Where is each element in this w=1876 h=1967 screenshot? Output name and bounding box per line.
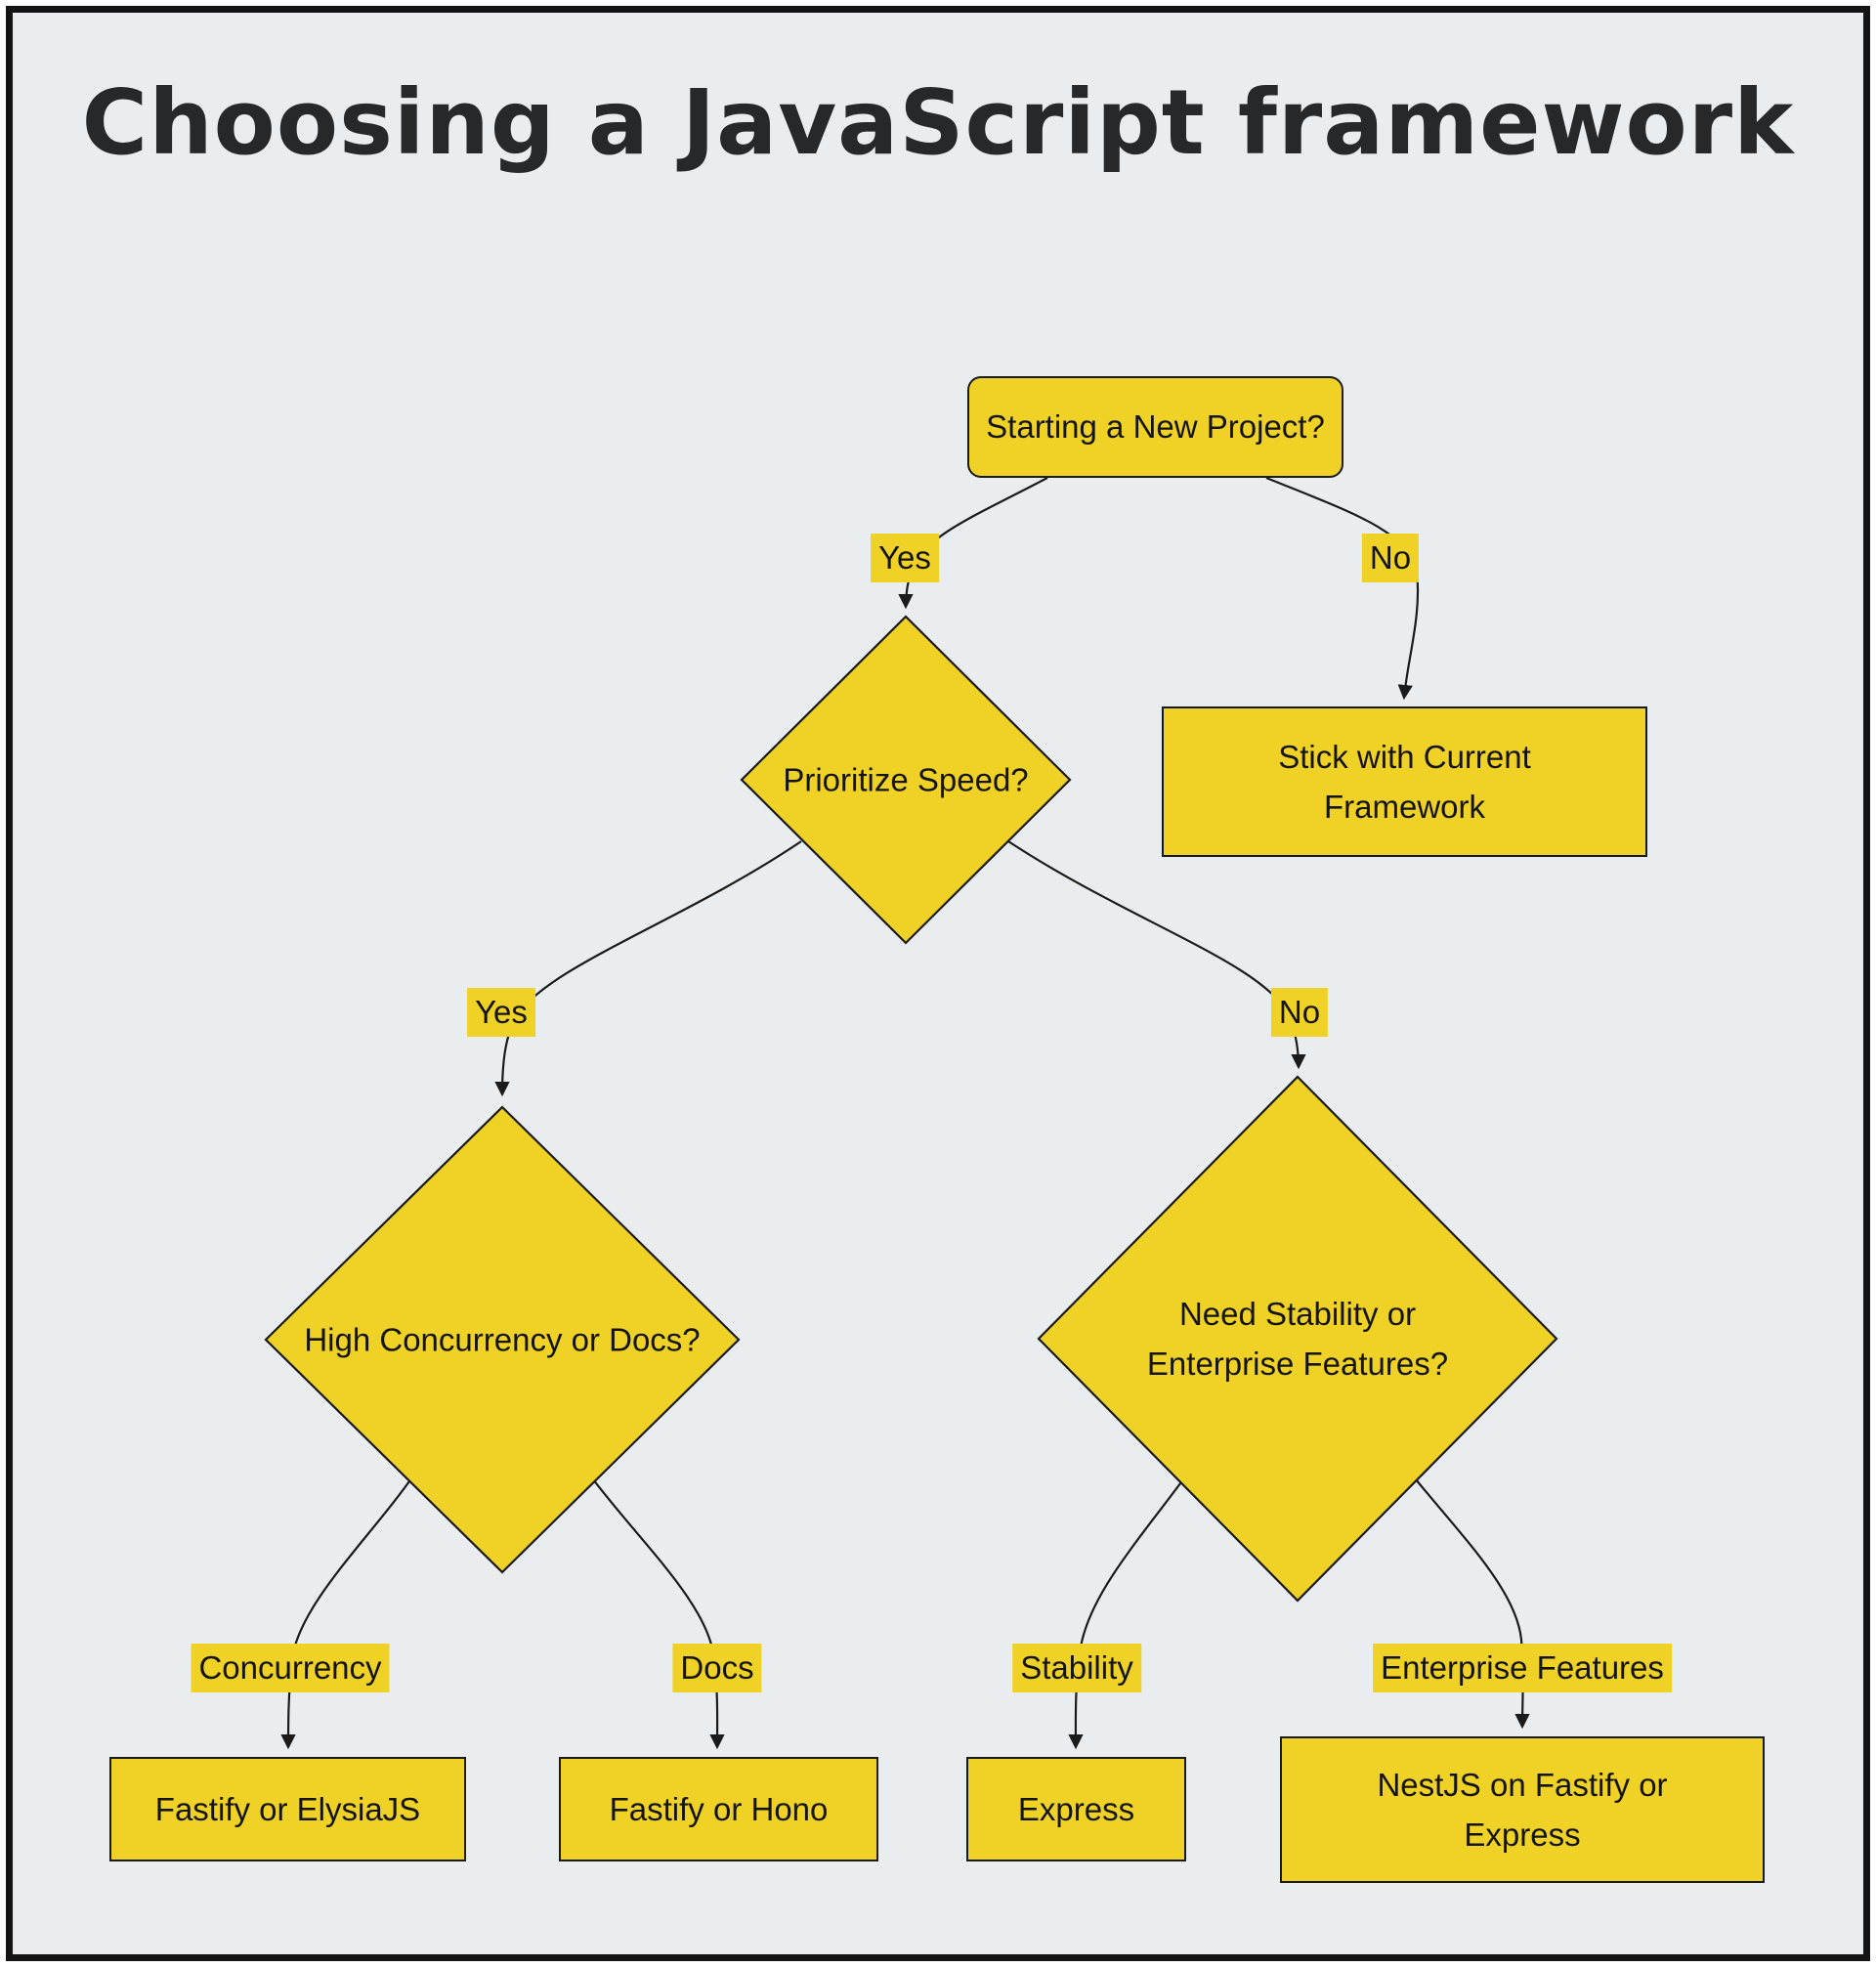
- node-fastify-hono: Fastify or Hono: [559, 1757, 878, 1861]
- node-stick-with-current: Stick with Current Framework: [1162, 706, 1647, 857]
- node-high-concurrency-shape: [264, 1105, 741, 1574]
- node-fastify-elysia-label: Fastify or ElysiaJS: [154, 1790, 421, 1827]
- node-starting-new-project: Starting a New Project?: [967, 376, 1343, 478]
- node-fastify-elysia: Fastify or ElysiaJS: [109, 1757, 466, 1861]
- node-nestjs: NestJS on Fastify or Express: [1280, 1736, 1765, 1883]
- node-prioritize-speed-shape: [740, 615, 1072, 945]
- edge-label-concurrency: Concurrency: [191, 1644, 390, 1692]
- node-prioritize-speed-label: Prioritize Speed?: [783, 761, 1029, 798]
- edge-label-yes-1: Yes: [871, 534, 939, 582]
- edge-label-yes-2: Yes: [467, 988, 535, 1037]
- node-need-stability-label: Need Stability or Enterprise Features?: [1146, 1295, 1449, 1382]
- node-need-stability-shape: [1037, 1075, 1558, 1603]
- node-high-concurrency-label: High Concurrency or Docs?: [304, 1321, 701, 1358]
- node-fastify-hono-label: Fastify or Hono: [609, 1790, 829, 1827]
- node-starting-new-project-label: Starting a New Project?: [986, 408, 1325, 446]
- edge-label-no-2: No: [1270, 988, 1329, 1037]
- edge-label-no-1: No: [1361, 534, 1420, 582]
- edge-label-docs: Docs: [672, 1644, 762, 1692]
- diagram-frame: [6, 6, 1870, 1961]
- edge-speed-no: [1007, 840, 1306, 1070]
- edge-docs: [589, 1475, 725, 1750]
- node-express: Express: [966, 1757, 1186, 1861]
- edge-label-stability: Stability: [1012, 1644, 1141, 1692]
- node-stick-with-current-label: Stick with Current Framework: [1278, 738, 1531, 825]
- edge-stability: [1068, 1475, 1187, 1750]
- edge-enterprise: [1410, 1473, 1530, 1730]
- edge-speed-yes: [494, 840, 802, 1097]
- edge-concurrency: [280, 1468, 419, 1750]
- node-express-label: Express: [1017, 1790, 1135, 1827]
- edge-label-enterprise-features: Enterprise Features: [1373, 1644, 1672, 1692]
- edge-start-no: [1265, 476, 1420, 701]
- node-nestjs-label: NestJS on Fastify or Express: [1377, 1766, 1668, 1853]
- diagram-title: Choosing a JavaScript framework: [81, 70, 1795, 175]
